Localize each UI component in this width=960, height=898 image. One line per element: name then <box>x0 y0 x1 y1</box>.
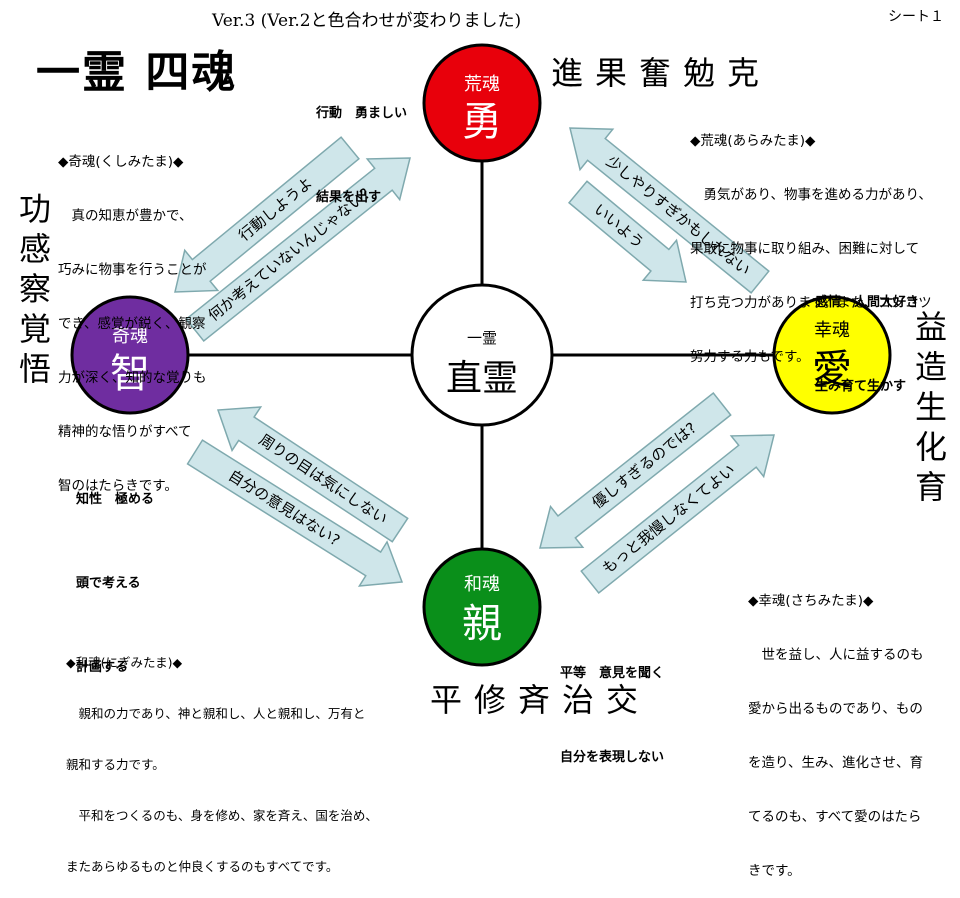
note-line: 愛から出るものであり、もの <box>748 701 923 717</box>
arrow-shape <box>539 391 732 549</box>
keyword-line: 知性 極める <box>76 492 155 507</box>
keyword-line: 計画する <box>76 660 129 675</box>
note-kushi: ◆奇魂(くしみたま)◆ 真の知恵が豊かで、 巧みに物事を行うことが でき、感覚が… <box>58 117 207 513</box>
note-line: 巧みに物事を行うことが <box>58 262 207 278</box>
arrow-shape <box>569 127 770 294</box>
note-line: 親和の力であり、神と親和し、人と親和し、万有と <box>66 706 366 721</box>
note-line: ◆荒魂(あらみたま)◆ <box>690 133 816 149</box>
virtues-top: 進果奮勉克 <box>551 54 772 92</box>
keyword-line: 行動 勇ましい <box>316 106 408 121</box>
ara-name: 荒魂 <box>464 74 500 95</box>
keywords-sachi: 感情 人間大好き 生み育て生かす <box>815 233 919 429</box>
keywords-kushi: 知性 極める 頭で考える 計画する <box>76 430 154 710</box>
note-line: 真の知恵が豊かで、 <box>58 208 193 224</box>
kushi-circle <box>70 295 190 415</box>
keywords-ara: 行動 勇ましい 結果を出す <box>316 44 407 240</box>
kushi-name: 奇魂 <box>112 326 148 347</box>
arrow-shape <box>186 439 404 587</box>
note-line: 力が深く、知的な覚りも <box>58 370 207 386</box>
keyword-line: 生み育て生かす <box>815 379 907 394</box>
note-ara: ◆荒魂(あらみたま)◆ 勇気があり、物事を進める力があり、 果敢に物事に取り組み… <box>690 96 932 384</box>
center-small: 一霊 <box>467 329 497 347</box>
arrow-shape <box>216 406 409 543</box>
note-line: 親和する力です。 <box>66 757 165 772</box>
page-title: 一霊 四魂 <box>36 47 238 98</box>
note-line: またあらゆるものと仲良くするのもすべてです。 <box>66 859 339 874</box>
note-line: でき、感覚が鋭く、観察 <box>58 316 206 332</box>
virtues-bottom: 平修斉治交 <box>430 681 651 719</box>
arrow-shape <box>185 157 411 342</box>
note-line: ◆和魂(にぎみたま)◆ <box>66 655 183 670</box>
ara-circle <box>422 43 542 163</box>
note-line: 打ち克つ力があります。また、コツコツ <box>690 295 932 311</box>
ara-char: 勇 <box>462 99 502 145</box>
note-line: 努力する力もです。 <box>690 349 810 365</box>
note-sachi: ◆幸魂(さちみたま)◆ 世を益し、人に益するのも 愛から出るものであり、もの を… <box>748 556 924 898</box>
note-line: 果敢に物事に取り組み、困難に対して <box>690 241 920 257</box>
note-line: ◆幸魂(さちみたま)◆ <box>748 593 874 609</box>
sachi-circle <box>772 295 892 415</box>
note-line: 勇気があり、物事を進める力があり、 <box>690 187 932 203</box>
version-note: Ver.3 (Ver.2と色合わせが変わりました) <box>212 11 522 31</box>
arrow-shape <box>174 136 360 293</box>
keyword-line: 感情 人間大好き <box>815 295 920 310</box>
arrow-shape <box>580 434 775 594</box>
center-big: 直霊 <box>446 358 518 399</box>
sachi-name: 幸魂 <box>814 320 850 341</box>
keywords-nigi: 平等 意見を聞く 自分を表現しない <box>560 604 664 800</box>
sheet-label: シート１ <box>888 9 944 25</box>
virtues-right: 益造生化育 <box>910 310 948 510</box>
soul-diagram: 何か考えていないんじゃない?行動しようよいいよう少しやりすぎかもしれない自分の意… <box>70 43 892 667</box>
virtues-left: 功感察覚悟 <box>14 192 52 392</box>
note-line: 世を益し、人に益するのも <box>748 647 924 663</box>
keyword-line: 結果を出す <box>316 190 382 205</box>
keyword-line: 自分を表現しない <box>560 750 665 765</box>
note-line: ◆奇魂(くしみたま)◆ <box>58 154 184 170</box>
center-circle <box>410 283 554 427</box>
note-line: を造り、生み、進化させ、育 <box>748 755 923 771</box>
note-line: 精神的な悟りがすべて <box>58 424 192 440</box>
nigi-circle <box>422 547 542 667</box>
note-nigi: ◆和魂(にぎみたま)◆ 親和の力であり、神と親和し、人と親和し、万有と 親和する… <box>66 620 378 892</box>
arrow-shape <box>567 180 687 283</box>
note-line: きです。 <box>748 863 801 879</box>
kushi-char: 智 <box>110 351 150 397</box>
note-line: てるのも、すべて愛のはたら <box>748 809 922 825</box>
sachi-char: 愛 <box>812 347 852 393</box>
keyword-line: 頭で考える <box>76 576 141 591</box>
nigi-name: 和魂 <box>464 574 500 595</box>
note-line: 平和をつくるのも、身を修め、家を斉え、国を治め、 <box>66 808 378 823</box>
nigi-char: 親 <box>462 601 502 647</box>
keyword-line: 平等 意見を聞く <box>560 666 665 681</box>
note-line: 智のはたらきです。 <box>58 478 178 494</box>
